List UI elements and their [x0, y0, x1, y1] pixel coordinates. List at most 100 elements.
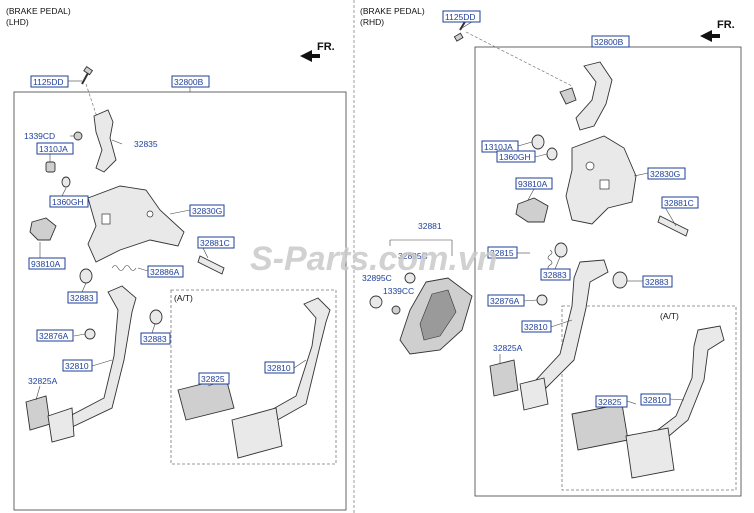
svg-text:1310JA: 1310JA	[484, 142, 513, 152]
rhd-label-32895c-b: 32895C	[362, 273, 392, 283]
rhd-fr-arrow: FR.	[700, 19, 735, 42]
rhd-label-32810-b: 32810	[640, 393, 671, 406]
svg-text:32825: 32825	[598, 397, 622, 407]
lhd-label-32886a: 32886A	[147, 265, 184, 278]
lhd-fr-label: FR.	[317, 41, 335, 53]
lhd-at-label: (A/T)	[174, 293, 193, 303]
lhd-pedal-pad-32825a	[25, 395, 51, 431]
fr-arrow-icon	[700, 30, 720, 42]
rhd-at-pedal-plate	[625, 427, 675, 479]
rhd-label-93810a: 93810A	[515, 177, 553, 190]
rhd-label-32825a: 32825A	[493, 343, 523, 353]
svg-text:32883: 32883	[645, 277, 669, 287]
rhd-cap-32895c-a	[404, 272, 416, 284]
lhd-label-32825a: 32825A	[28, 376, 58, 386]
rhd-panel: (BRAKE PEDAL) (RHD) FR. (A/T)	[360, 6, 742, 497]
lhd-bush-32883-a	[79, 268, 93, 284]
rhd-label-32883-a: 32883	[540, 268, 571, 281]
lhd-pedal-plate	[47, 407, 75, 443]
rhd-switch-93810a	[515, 197, 549, 223]
watermark: S-Parts.com.vn	[250, 240, 498, 278]
lhd-stopper-32876a	[84, 328, 96, 340]
rhd-nut-1339cc	[391, 305, 401, 315]
lhd-label-93810a: 93810A	[28, 257, 66, 270]
lhd-pedal-arm-32810	[65, 285, 137, 429]
rhd-label-32800b: 32800B	[591, 35, 630, 48]
svg-text:32886A: 32886A	[150, 267, 180, 277]
lhd-nut-1339cd	[73, 131, 83, 141]
lhd-label-32810-a: 32810	[62, 359, 93, 372]
rhd-label-1360gh: 1360GH	[496, 150, 536, 163]
lhd-label-1310ja: 1310JA	[36, 142, 74, 155]
rhd-label-32876a: 32876A	[487, 294, 525, 307]
rhd-label-32810-a: 32810	[521, 320, 552, 333]
svg-text:32800B: 32800B	[174, 77, 204, 87]
rhd-at-label: (A/T)	[660, 311, 679, 321]
rhd-label-1339cc: 1339CC	[383, 286, 414, 296]
rhd-at-frame	[561, 305, 737, 491]
lhd-label-32876a: 32876A	[36, 329, 74, 342]
lhd-label-32883-a: 32883	[67, 291, 98, 304]
svg-text:32881C: 32881C	[200, 238, 230, 248]
rhd-bush-32883-b	[612, 271, 628, 289]
svg-text:32810: 32810	[65, 361, 89, 371]
rhd-label-32815: 32815	[487, 246, 518, 259]
fr-arrow-icon	[300, 50, 320, 62]
svg-text:32881C: 32881C	[664, 198, 694, 208]
lhd-bracket-32830g	[87, 185, 185, 263]
lhd-washer-1360gh	[61, 176, 71, 188]
svg-text:32810: 32810	[267, 363, 291, 373]
rhd-pedal-arm-32810	[535, 259, 609, 389]
lhd-subtitle: (LHD)	[6, 17, 29, 27]
svg-text:32876A: 32876A	[490, 296, 520, 306]
lhd-label-1339cd: 1339CD	[24, 131, 55, 141]
rhd-label-1310ja: 1310JA	[481, 140, 519, 153]
svg-text:93810A: 93810A	[518, 179, 548, 189]
rhd-cap-32895c-b	[369, 295, 383, 309]
lhd-bolt-1125dd	[81, 66, 94, 85]
lhd-label-1360gh: 1360GH	[49, 195, 89, 208]
lhd-at-frame	[170, 289, 337, 465]
rhd-label-1125dd: 1125DD	[442, 10, 481, 23]
lhd-bush-32883-b	[149, 309, 163, 325]
lhd-fr-arrow: FR.	[300, 41, 335, 62]
rhd-label-32830g: 32830G	[647, 167, 686, 180]
lhd-label-32825: 32825	[198, 372, 230, 385]
rhd-label-32881c: 32881C	[661, 196, 699, 209]
svg-text:32883: 32883	[70, 293, 94, 303]
lhd-title: (BRAKE PEDAL)	[6, 6, 71, 16]
svg-text:1125DD: 1125DD	[33, 77, 64, 87]
svg-text:93810A: 93810A	[31, 259, 61, 269]
rhd-bolt-1125dd	[453, 19, 467, 42]
lhd-label-32810-b: 32810	[264, 361, 295, 374]
rhd-subtitle: (RHD)	[360, 17, 384, 27]
lhd-spring-32886a	[111, 265, 137, 271]
rhd-bush-32883-a	[554, 242, 568, 258]
lhd-assembly-frame	[13, 91, 347, 511]
lhd-label-1125dd: 1125DD	[30, 75, 69, 88]
svg-text:1310JA: 1310JA	[39, 144, 68, 154]
svg-text:32800B: 32800B	[594, 37, 624, 47]
lhd-bush-1310ja	[45, 161, 56, 173]
svg-text:1360GH: 1360GH	[499, 152, 531, 162]
rhd-title: (BRAKE PEDAL)	[360, 6, 425, 16]
lhd-label-32800b: 32800B	[171, 75, 210, 88]
svg-text:32810: 32810	[524, 322, 548, 332]
lhd-switch-93810a	[29, 217, 57, 241]
rhd-pin-32881c	[657, 215, 689, 237]
rhd-fr-label: FR.	[717, 19, 735, 31]
svg-text:1360GH: 1360GH	[52, 197, 84, 207]
lhd-bracket-32835	[93, 109, 117, 173]
rhd-pedal-pad-32825a	[489, 359, 519, 397]
lhd-panel: (BRAKE PEDAL) (LHD) FR. (A/T)	[6, 6, 347, 511]
lhd-at-pedal-plate	[231, 407, 283, 459]
rhd-label-32883-b: 32883	[642, 275, 673, 288]
rhd-label-32825: 32825	[595, 395, 628, 408]
svg-text:32883: 32883	[143, 334, 167, 344]
lhd-label-32883-b: 32883	[140, 332, 171, 345]
lhd-pin-32881c	[197, 255, 225, 275]
rhd-bracket-top	[575, 61, 613, 131]
lhd-label-32835: 32835	[134, 139, 158, 149]
svg-text:32825: 32825	[201, 374, 225, 384]
